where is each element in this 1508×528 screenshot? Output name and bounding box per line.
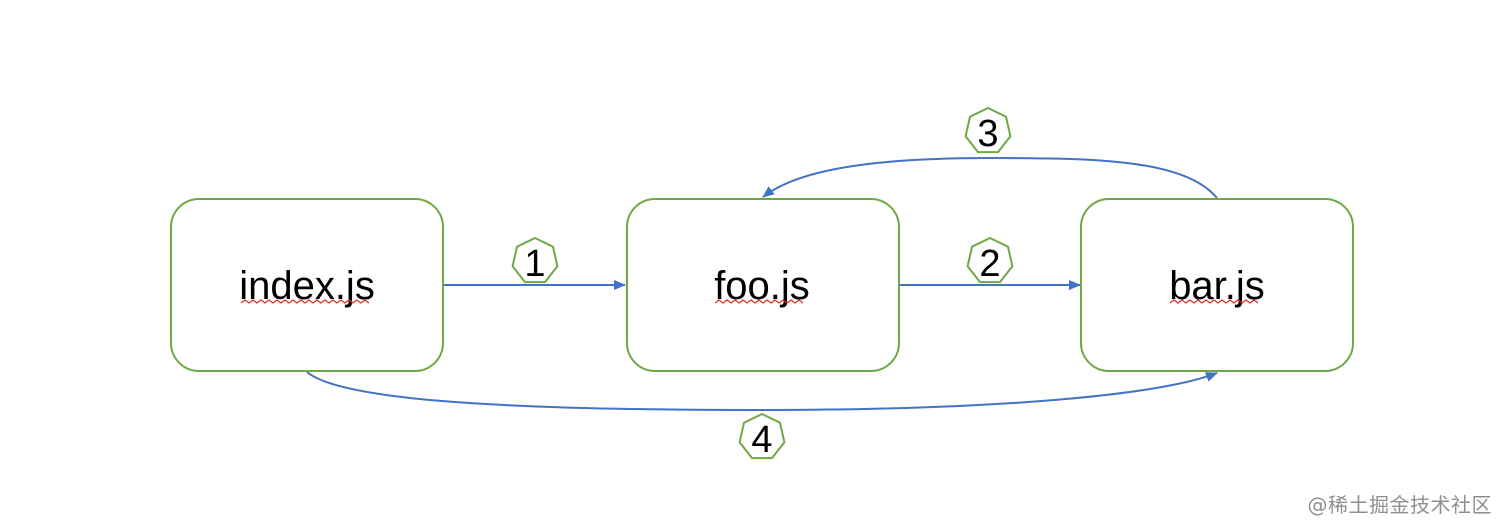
node-bar: bar.js (1080, 198, 1354, 372)
step-number: 2 (979, 243, 1000, 285)
spellcheck-underline (240, 299, 370, 304)
node-bar-label: bar.js (1169, 264, 1265, 308)
step-badge-4: 4 (738, 412, 786, 461)
node-index-box (170, 198, 444, 372)
node-bar-box (1080, 198, 1354, 372)
step-number: 3 (977, 113, 998, 155)
node-foo: foo.js (626, 198, 900, 372)
node-foo-box (626, 198, 900, 372)
edge-index-to-bar (306, 371, 1218, 412)
step-badge-1: 1 (511, 236, 559, 285)
watermark-text: @稀土掘金技术社区 (1307, 493, 1492, 517)
spellcheck-underline (714, 299, 804, 304)
node-index: index.js (170, 198, 444, 372)
heptagon-icon (966, 236, 1014, 284)
heptagon-icon (738, 412, 786, 460)
step-number: 1 (524, 243, 545, 285)
step-number: 4 (751, 419, 772, 461)
heptagon-icon (511, 236, 559, 284)
step-badge-3: 3 (964, 106, 1012, 155)
step-badge-2: 2 (966, 236, 1014, 285)
node-foo-label: foo.js (714, 264, 810, 308)
heptagon-icon (964, 106, 1012, 154)
edge-bar-to-foo (762, 156, 1218, 199)
spellcheck-underline (1169, 299, 1259, 304)
